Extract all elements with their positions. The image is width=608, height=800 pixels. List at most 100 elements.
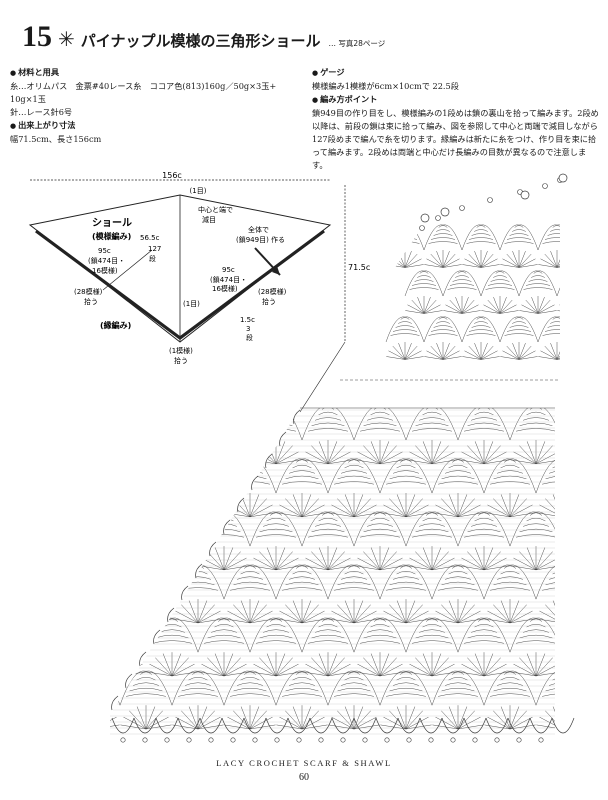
height-label: 71.5c	[348, 263, 370, 272]
materials-column: 材料と用具 糸…オリムパス 金票#40レース糸 ココア色(813)160g／50…	[10, 66, 300, 146]
picot-icon	[208, 737, 214, 743]
series-title: LACY CROCHET SCARF & SHAWL	[216, 758, 392, 768]
gauge-value: 模様編み1模様が6cm×10cmで 22.5段	[312, 81, 459, 91]
pineapple-motif	[171, 458, 225, 518]
pineapple-motif	[197, 617, 251, 677]
picot-icon	[384, 737, 390, 743]
pineapple-motif	[171, 564, 225, 624]
pineapple-motif	[457, 617, 511, 677]
pineapple-motif	[442, 270, 482, 314]
pineapple-motif	[223, 564, 277, 624]
page-number: 60	[299, 772, 309, 783]
pineapple-motif	[249, 408, 303, 465]
pattern-number: 15	[22, 20, 52, 53]
pineapple-motif	[483, 564, 537, 624]
top-stitch-label: (1目)	[190, 187, 207, 195]
right-chain: (鎖474目・	[210, 275, 247, 284]
pineapple-motif	[275, 458, 329, 518]
picot-icon	[318, 737, 324, 743]
pineapple-motif	[509, 408, 555, 465]
pineapple-motif	[301, 408, 355, 465]
pineapple-motif	[405, 408, 459, 465]
pineapple-motif	[588, 671, 608, 729]
picot-icon	[494, 737, 500, 743]
pineapple-motif	[171, 670, 225, 730]
pineapple-motif	[301, 511, 355, 571]
pineapple-motif	[562, 406, 608, 464]
asterisk-icon: ✳	[58, 27, 75, 51]
page-header: 15 ✳ パイナップル模様の三角形ショール … 写真28ページ	[22, 22, 385, 52]
pineapple-motif	[379, 670, 433, 730]
picot-icon	[164, 737, 170, 743]
pineapple-motif	[223, 458, 277, 518]
size-value: 幅71.5cm、長さ156cm	[10, 134, 102, 144]
photo-reference: … 写真28ページ	[328, 39, 386, 48]
bottom-pattern: (1模様)	[169, 346, 193, 355]
start-marker-icon	[420, 213, 430, 223]
pineapple-motif	[431, 670, 485, 730]
pineapple-motif	[275, 670, 329, 730]
pineapple-motif	[145, 511, 199, 571]
right-28-a: (28模様)	[258, 287, 287, 296]
pineapple-motif	[145, 617, 199, 677]
pineapple-motif	[353, 617, 407, 677]
pineapple-motif	[110, 564, 121, 624]
pineapple-motif	[537, 224, 560, 268]
pineapple-motif	[119, 564, 173, 624]
pineapple-motif	[509, 511, 555, 571]
pineapple-motif	[42, 512, 94, 570]
pineapple-motif	[535, 670, 555, 730]
materials-heading: 材料と用具	[10, 66, 300, 80]
pineapple-motif	[535, 458, 555, 518]
whole-note-1: 全体で	[248, 225, 269, 234]
pineapple-motif	[385, 316, 425, 360]
picot-icon	[516, 737, 522, 743]
pineapple-motif	[119, 458, 173, 518]
pineapple-motif	[405, 511, 459, 571]
size-heading: 出来上がり寸法	[10, 119, 300, 133]
left-patterns: 16模様)	[92, 266, 118, 275]
pineapple-motif	[518, 270, 558, 314]
pineapple-motif	[499, 316, 539, 360]
pineapple-motif	[461, 316, 501, 360]
left-chain: (鎖474目・	[88, 256, 125, 265]
pineapple-motif	[431, 458, 485, 518]
left-dimension: 56.5c	[140, 234, 160, 242]
pineapple-motif	[405, 617, 459, 677]
start-marker-icon	[520, 190, 530, 200]
picot-icon	[274, 737, 280, 743]
edge-label: (縁編み)	[100, 320, 131, 330]
arrow-head-icon	[272, 266, 280, 275]
pineapple-motif	[379, 458, 433, 518]
picot-icon	[472, 737, 478, 743]
pineapple-motif	[275, 564, 329, 624]
yarn-line-2: 10g×1玉	[10, 94, 46, 104]
picot-icon	[340, 737, 346, 743]
pineapple-motif	[110, 511, 147, 571]
picot-icon	[252, 737, 258, 743]
pineapple-motif	[562, 512, 608, 570]
pineapple-motif	[110, 617, 147, 677]
picot-icon	[450, 737, 456, 743]
width-label: 156c	[162, 171, 182, 180]
wedge-chart-group	[385, 224, 560, 360]
pineapple-motif	[499, 224, 539, 268]
direction-arrow-left	[102, 249, 153, 291]
pineapple-motif	[197, 511, 251, 571]
diagonal-edging	[111, 409, 301, 711]
pineapple-motif	[197, 408, 251, 465]
pineapple-motif	[353, 408, 407, 465]
pineapple-motif	[42, 406, 94, 464]
pineapple-motif	[327, 564, 381, 624]
edging-scallops	[111, 717, 575, 734]
picot-icon	[230, 737, 236, 743]
pineapple-motif	[110, 670, 121, 730]
pineapple-motif	[431, 564, 485, 624]
right-95: 95c	[222, 266, 235, 274]
points-heading: 編み方ポイント	[312, 93, 600, 107]
direction-arrow-right	[254, 247, 281, 276]
edge-dimension: 1.5c	[240, 316, 255, 324]
points-text: 鎖949目の作り目をし、模様編みの1段めは鎖の裏山を拾って編みます。2段め以降は…	[312, 108, 599, 170]
pineapple-motif	[42, 618, 94, 676]
pineapple-motif	[588, 565, 608, 623]
